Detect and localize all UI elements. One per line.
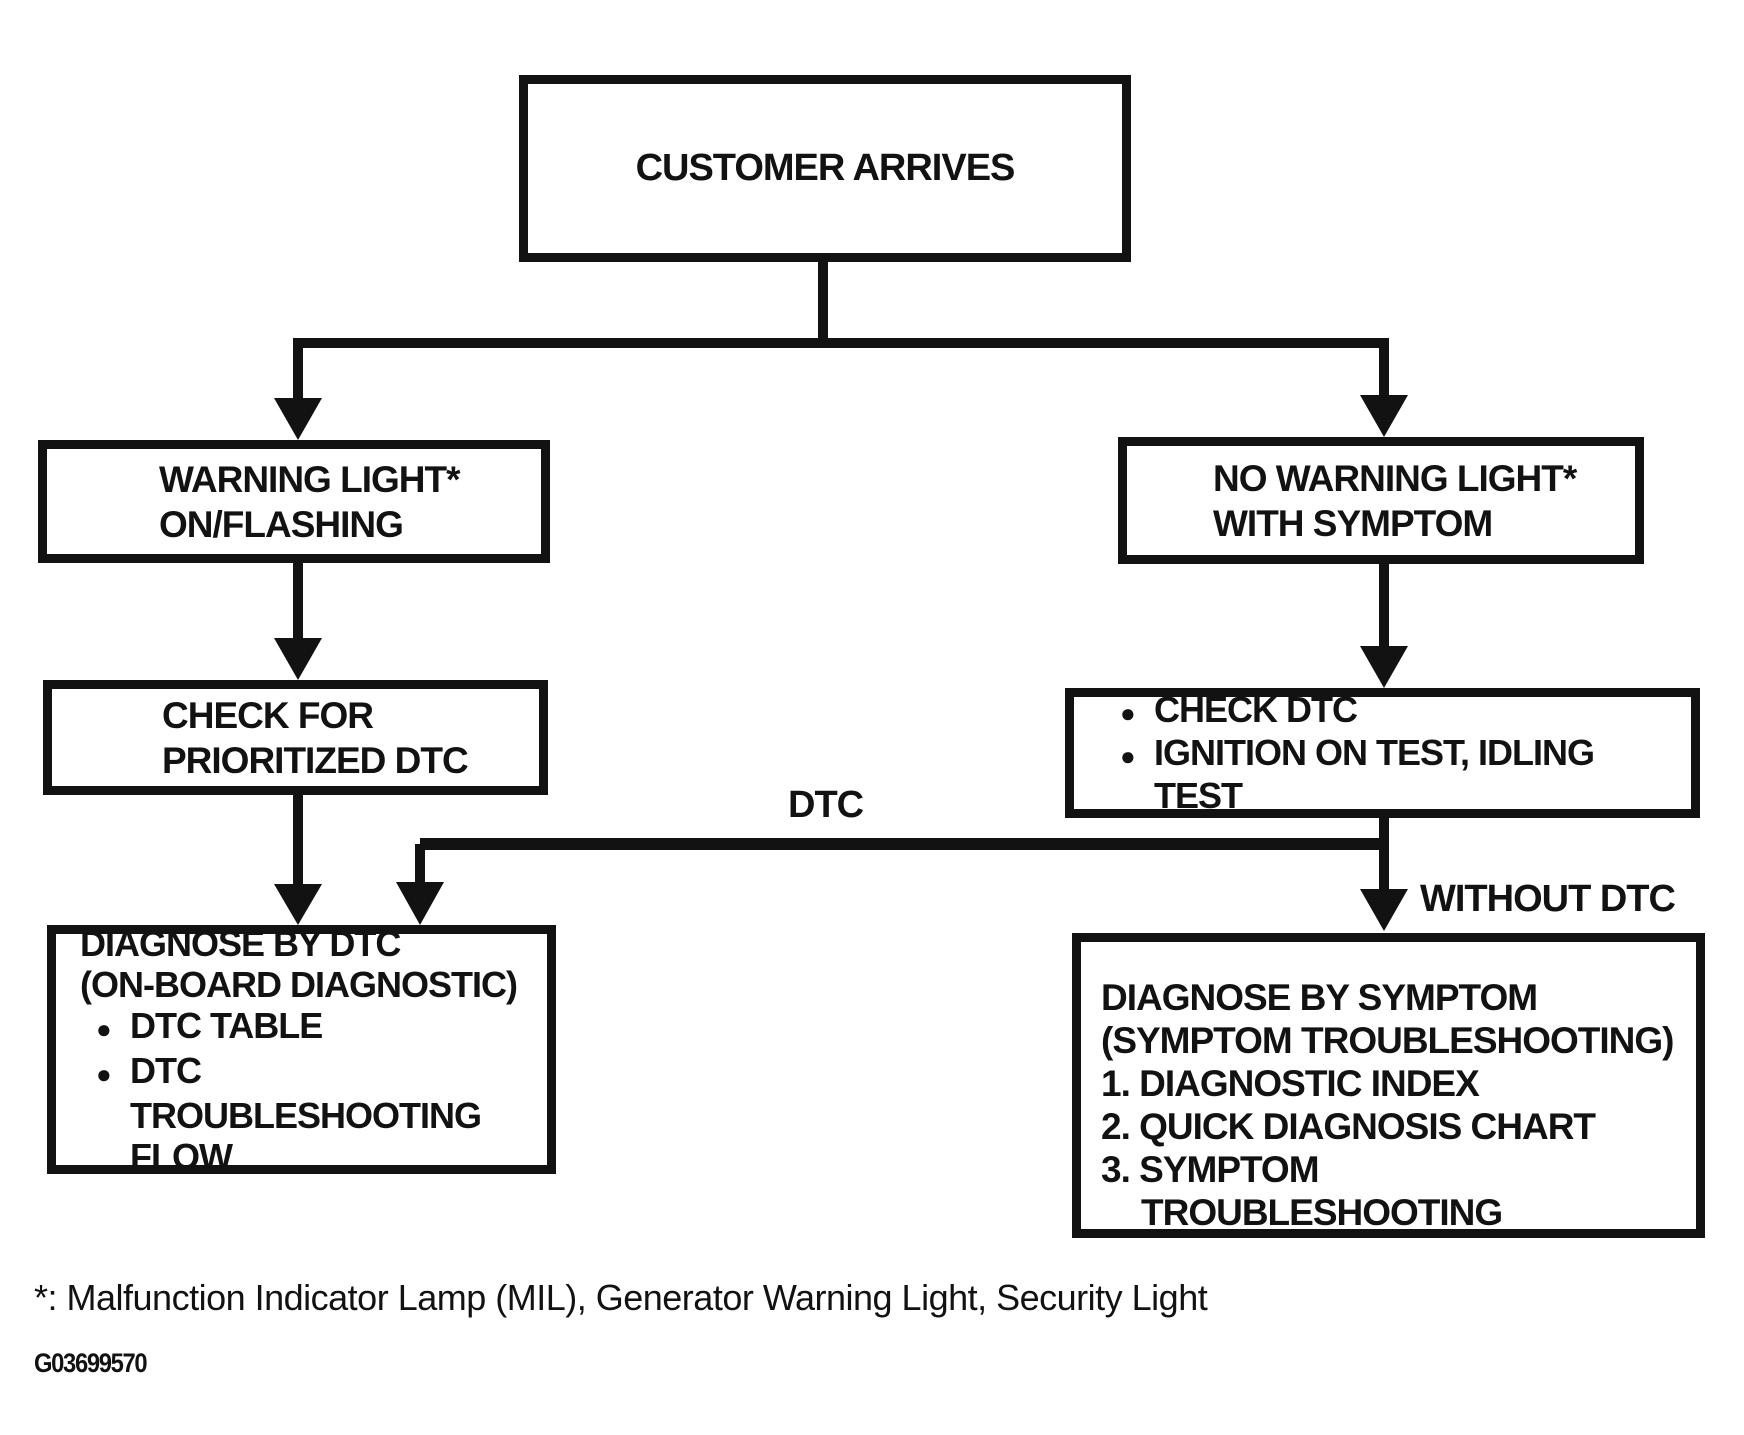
arrowhead <box>1360 395 1408 437</box>
node-check-dtc: ● CHECK DTC ● IGNITION ON TEST, IDLING T… <box>1065 688 1700 818</box>
arrowhead <box>1360 646 1408 688</box>
node-diagnose-by-symptom: DIAGNOSE BY SYMPTOM (SYMPTOM TROUBLESHOO… <box>1072 933 1705 1238</box>
node-no-warning-light: NO WARNING LIGHT* WITH SYMPTOM <box>1118 437 1644 564</box>
arrowhead <box>274 638 322 680</box>
bullet-icon: ● <box>1120 698 1136 728</box>
node-line: TROUBLESHOOTING <box>80 1095 547 1136</box>
node-text: TROUBLESHOOTING <box>130 1094 482 1136</box>
footnote: *: Malfunction Indicator Lamp (MIL), Gen… <box>34 1277 1208 1318</box>
node-line: 1. DIAGNOSTIC INDEX <box>1101 1063 1480 1104</box>
node-customer-arrives: CUSTOMER ARRIVES <box>519 75 1131 262</box>
node-text: FLOW <box>130 1135 233 1177</box>
node-line: 2. QUICK DIAGNOSIS CHART <box>1101 1106 1596 1147</box>
node-text: DTC <box>130 1049 202 1091</box>
bullet-icon: ● <box>96 1013 112 1044</box>
node-line: WARNING LIGHT* <box>159 458 460 500</box>
node-line: ● DTC TABLE <box>80 1005 547 1050</box>
node-line: DIAGNOSE BY DTC <box>80 922 401 964</box>
node-line: (ON-BOARD DIAGNOSTIC) <box>80 963 518 1005</box>
node-text: DTC TABLE <box>130 1004 323 1046</box>
node-text: IGNITION ON TEST, IDLING <box>1154 732 1595 773</box>
node-line: (SYMPTOM TROUBLESHOOTING) <box>1101 1020 1674 1061</box>
arrowhead <box>274 884 322 925</box>
node-line: CHECK FOR <box>162 694 374 736</box>
node-line: ● DTC <box>80 1050 547 1095</box>
node-check-prioritized-dtc: CHECK FOR PRIORITIZED DTC <box>43 680 548 795</box>
node-line: TEST <box>1120 776 1691 816</box>
arrowhead <box>1360 889 1408 931</box>
node-line: ● IGNITION ON TEST, IDLING <box>1120 733 1691 776</box>
node-line: ● CHECK DTC <box>1120 690 1691 733</box>
edge-label-without-dtc: WITHOUT DTC <box>1420 878 1676 920</box>
node-line: PRIORITIZED DTC <box>162 739 469 781</box>
node-line: 3. SYMPTOM <box>1101 1149 1320 1190</box>
node-warning-light: WARNING LIGHT* ON/FLASHING <box>38 440 550 563</box>
node-line: ON/FLASHING <box>159 503 404 545</box>
node-line: TROUBLESHOOTING <box>1141 1192 1503 1233</box>
node-text: CHECK DTC <box>1154 689 1358 730</box>
node-line: WITH SYMPTOM <box>1213 502 1493 544</box>
node-line: NO WARNING LIGHT* <box>1213 457 1577 499</box>
arrowhead <box>396 882 444 925</box>
node-line: FLOW <box>80 1136 547 1177</box>
node-line: DIAGNOSE BY SYMPTOM <box>1101 977 1538 1018</box>
node-line: CUSTOMER ARRIVES <box>635 147 1016 189</box>
bullet-icon: ● <box>96 1058 112 1089</box>
bullet-icon: ● <box>1120 741 1136 771</box>
node-text: TEST <box>1154 775 1243 816</box>
edge-label-dtc: DTC <box>788 784 864 826</box>
node-diagnose-by-dtc: DIAGNOSE BY DTC (ON-BOARD DIAGNOSTIC) ● … <box>47 922 556 1177</box>
figure-id: G03699570 <box>34 1348 148 1378</box>
arrowhead <box>274 398 322 440</box>
